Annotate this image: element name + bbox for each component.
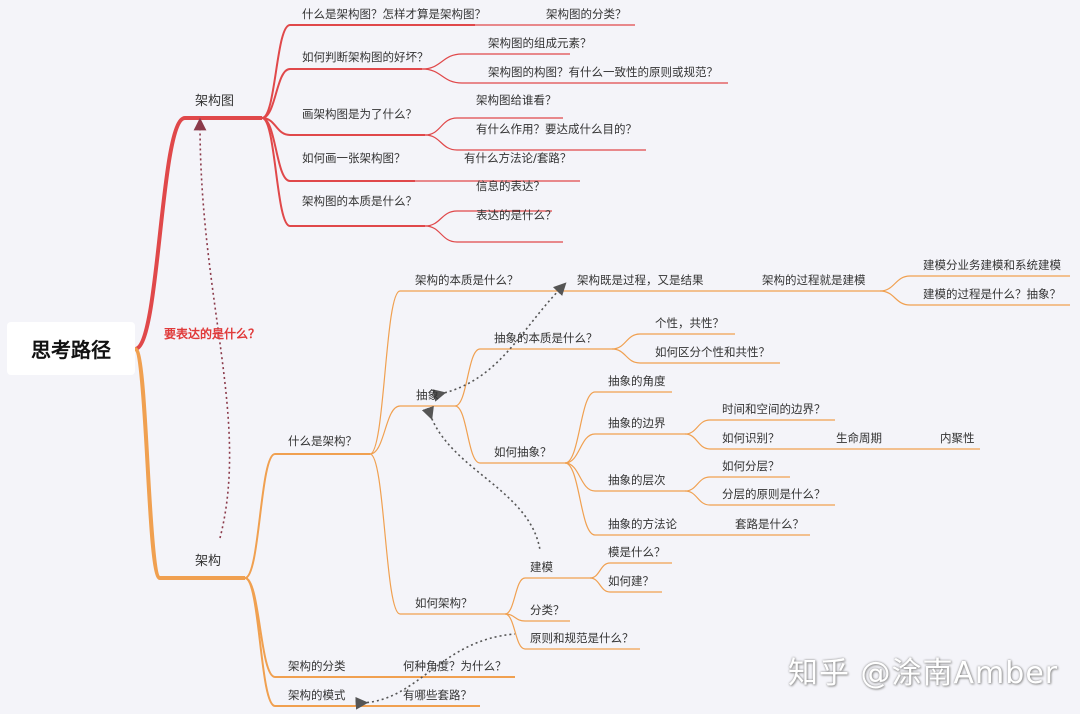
node-diagram-q5a[interactable]: 信息的表达？ [476, 179, 545, 193]
relation-arrow-patterns-principles [355, 633, 516, 710]
node-individuality-commonality[interactable]: 个性，共性？ [655, 316, 724, 330]
node-principles[interactable]: 原则和规范是什么？ [530, 631, 634, 645]
node-diagram-q5b[interactable]: 表达的是什么？ [476, 208, 557, 222]
node-diagram-q2a[interactable]: 架构图的组成元素？ [488, 36, 592, 50]
node-modeling-types[interactable]: 建模分业务建模和系统建模 [923, 258, 1061, 272]
connector-line [684, 419, 835, 435]
connector-line [564, 433, 685, 464]
connector-line [424, 134, 646, 151]
node-arch-essence[interactable]: 架构的本质是什么？ [415, 273, 519, 287]
node-diagram-q3[interactable]: 画架构图是为了什么？ [302, 107, 417, 121]
connector-line [564, 391, 672, 464]
connector-line [504, 613, 570, 622]
node-abstraction-method[interactable]: 抽象的方法论 [608, 517, 677, 531]
node-cohesion[interactable]: 内聚性 [940, 431, 975, 445]
node-arch-patterns[interactable]: 架构的模式 [288, 688, 346, 702]
node-modeling-process[interactable]: 建模的过程是什么？抽象？ [923, 287, 1061, 301]
connector-line [611, 348, 780, 364]
connector-line [369, 405, 455, 455]
node-arch-types-angle[interactable]: 何种角度？为什么？ [403, 659, 507, 673]
node-arch-types[interactable]: 架构的分类 [288, 659, 346, 673]
node-modeling[interactable]: 建模 [530, 560, 553, 574]
node-diagram-q2b[interactable]: 架构图的构图？有什么一致性的原则或规范？ [488, 65, 718, 79]
node-what-is-model[interactable]: 模是什么？ [608, 545, 666, 559]
node-how-to-layer[interactable]: 如何分层？ [722, 459, 780, 473]
node-architecture[interactable]: 架构 [195, 554, 222, 569]
relation-arrow-note [193, 117, 231, 539]
connector-line [424, 210, 552, 227]
connector-line [261, 24, 475, 119]
connector-line [133, 347, 245, 580]
connector-line [684, 433, 980, 450]
connector-line [261, 117, 425, 227]
node-abstraction-essence[interactable]: 抽象的本质是什么？ [494, 331, 598, 345]
node-abstraction[interactable]: 抽象 [416, 388, 439, 402]
node-process-is-modeling[interactable]: 架构的过程就是建模 [762, 273, 866, 287]
node-arch-patterns-routines[interactable]: 有哪些套路？ [403, 688, 472, 702]
connector-line [589, 562, 672, 579]
diagram-branch-edges [134, 24, 728, 351]
connector-line [564, 462, 810, 536]
connector-line [244, 453, 370, 579]
node-time-space-boundary[interactable]: 时间和空间的边界？ [722, 402, 826, 416]
relation-arrow-abstract-modeling [421, 405, 541, 551]
connector-line [421, 68, 728, 84]
connector-line [589, 577, 662, 593]
node-diagram-q3a[interactable]: 架构图给谁看？ [476, 93, 557, 107]
connector-line [684, 476, 790, 492]
node-process-and-result[interactable]: 架构既是过程，又是结果 [577, 273, 704, 287]
node-abstraction-boundary[interactable]: 抽象的边界 [608, 416, 666, 430]
node-diagram[interactable]: 架构图 [195, 94, 235, 109]
architecture-branch-edges [133, 275, 1070, 707]
node-distinguish[interactable]: 如何区分个性和共性？ [655, 345, 770, 359]
node-lifecycle[interactable]: 生命周期 [836, 431, 882, 445]
node-what-is-architecture[interactable]: 什么是架构？ [288, 434, 357, 448]
relation-arrow-abstract-essence [432, 282, 567, 402]
connector-line [611, 333, 735, 350]
connector-line [424, 117, 563, 136]
node-how-to-identify[interactable]: 如何识别？ [722, 431, 780, 445]
watermark: 知乎 @涂南Amber [788, 656, 1059, 691]
connector-line [134, 116, 262, 351]
connector-line [504, 613, 640, 650]
connector-line [244, 577, 480, 707]
connector-line [369, 290, 565, 455]
connector-line [684, 490, 835, 506]
node-how-to-model[interactable]: 如何建？ [608, 574, 654, 588]
node-abstraction-level[interactable]: 抽象的层次 [608, 473, 666, 487]
node-diagram-q1[interactable]: 什么是架构图？怎样才算是架构图？ [302, 7, 486, 21]
node-diagram-q5[interactable]: 架构图的本质是什么？ [302, 194, 417, 208]
node-diagram-q3b[interactable]: 有什么作用？要达成什么目的？ [476, 122, 637, 136]
connector-line [261, 68, 422, 119]
node-layer-principles[interactable]: 分层的原则是什么？ [722, 487, 826, 501]
node-diagram-q4[interactable]: 如何画一张架构图？ [302, 151, 406, 165]
connector-line [424, 225, 563, 243]
connector-line [421, 53, 570, 70]
node-classification[interactable]: 分类？ [530, 603, 565, 617]
connector-line [879, 290, 1070, 306]
node-how-to-abstract[interactable]: 如何抽象？ [494, 445, 552, 459]
connector-line [369, 453, 505, 615]
node-method-routine[interactable]: 套路是什么？ [735, 517, 804, 531]
root-node[interactable]: 思考路径 [7, 322, 135, 375]
connector-line [879, 275, 1070, 292]
relation-note: 要表达的是什么？ [164, 327, 261, 341]
node-diagram-q4a[interactable]: 有什么方法论/套路？ [464, 151, 572, 165]
connector-line [454, 405, 565, 464]
connector-line [504, 577, 590, 615]
node-abstraction-angle[interactable]: 抽象的角度 [608, 374, 666, 388]
node-diagram-q2[interactable]: 如何判断架构图的好坏？ [302, 50, 429, 64]
node-how-to-architect[interactable]: 如何架构？ [415, 596, 473, 610]
node-diagram-q1a[interactable]: 架构图的分类？ [546, 7, 627, 21]
connector-line [564, 462, 685, 492]
